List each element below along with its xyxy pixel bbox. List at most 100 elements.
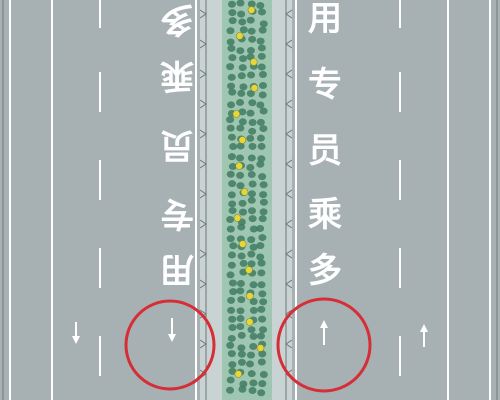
shrub [247,236,256,244]
right-lane-arrow [320,320,328,345]
left-road-char: 用 [160,249,194,289]
shrub [237,331,246,339]
shrub [228,17,237,25]
shrub [246,351,255,359]
left-highlight-circle [124,299,216,391]
shrub [227,261,236,269]
shrub [257,63,266,71]
shrub [236,98,245,106]
flower [246,292,254,300]
shrub [246,164,255,172]
shrub [237,223,246,231]
left-median-fence [199,0,207,400]
shrub [257,358,266,366]
shrub [257,52,266,60]
shrub [226,124,235,132]
shrub [227,0,236,8]
shrub [257,389,266,397]
shrub [247,370,256,378]
shrub [236,154,245,162]
shrub [237,350,246,358]
shrub [258,26,267,34]
shrub [249,332,258,340]
shrub [257,142,266,150]
shrub [259,198,268,206]
shrub [227,82,236,90]
shrub [236,142,245,150]
median-flowers [232,6,265,378]
shrub [259,20,268,28]
shrub [229,143,238,151]
flower [256,344,265,352]
shrub [227,296,236,304]
flower [235,162,243,170]
shrub [228,54,237,62]
shrub [228,163,237,171]
shrub [236,124,245,132]
shrub [248,386,257,394]
shrub [226,271,235,279]
shrub [248,180,257,188]
left-road-char: 乘 [160,55,194,95]
shrub [246,109,255,117]
shrub [259,181,268,189]
shrub [246,360,255,368]
shrub [226,27,235,35]
shrub [246,16,255,24]
shrub [236,280,245,288]
shrub [256,242,265,250]
left-road-char: 员 [160,125,194,165]
shrub [236,315,245,323]
right-road-char: 乘 [308,195,342,235]
shrub [229,242,238,250]
shrub [227,44,236,52]
shrub [226,63,235,71]
shrub [256,134,265,142]
shrub [247,71,256,79]
flower [245,266,253,274]
right-road-char: 多 [308,251,342,291]
shrub [256,37,265,45]
shrub [227,306,236,314]
shrub [236,0,245,7]
shrub [228,324,237,332]
flower [233,214,242,222]
shrub [248,142,257,150]
right-road-char: 专 [308,65,342,105]
shrub [227,153,236,161]
shrub [237,296,246,304]
shrub [258,71,267,79]
shrub [247,171,256,179]
shrub [247,260,256,268]
shrub [257,281,266,289]
shrub [247,326,256,334]
shrub [259,125,268,133]
right-median-fence [285,0,293,400]
shrub [237,72,246,80]
shrub [228,367,237,375]
shrub [227,334,236,342]
shrub [249,342,258,350]
shrub [237,344,246,352]
left-road-char: 多 [160,0,194,39]
shrub [259,208,268,216]
right-highlight-circle [276,297,372,393]
shrub [227,191,236,199]
shrub [239,380,248,388]
shrub [256,253,265,261]
shrub [228,180,237,188]
shrub [257,155,266,163]
shrub [246,134,255,142]
left-outer-lane-arrow [72,322,80,344]
shrub [257,259,266,267]
shrub [228,207,237,215]
shrub [248,35,257,43]
shrub [257,44,266,52]
flower [240,188,249,196]
shrub [247,196,256,204]
shrub [259,107,268,115]
shrub [258,234,267,242]
shrub [249,379,258,387]
shrub [257,269,266,277]
shrub [248,207,257,215]
